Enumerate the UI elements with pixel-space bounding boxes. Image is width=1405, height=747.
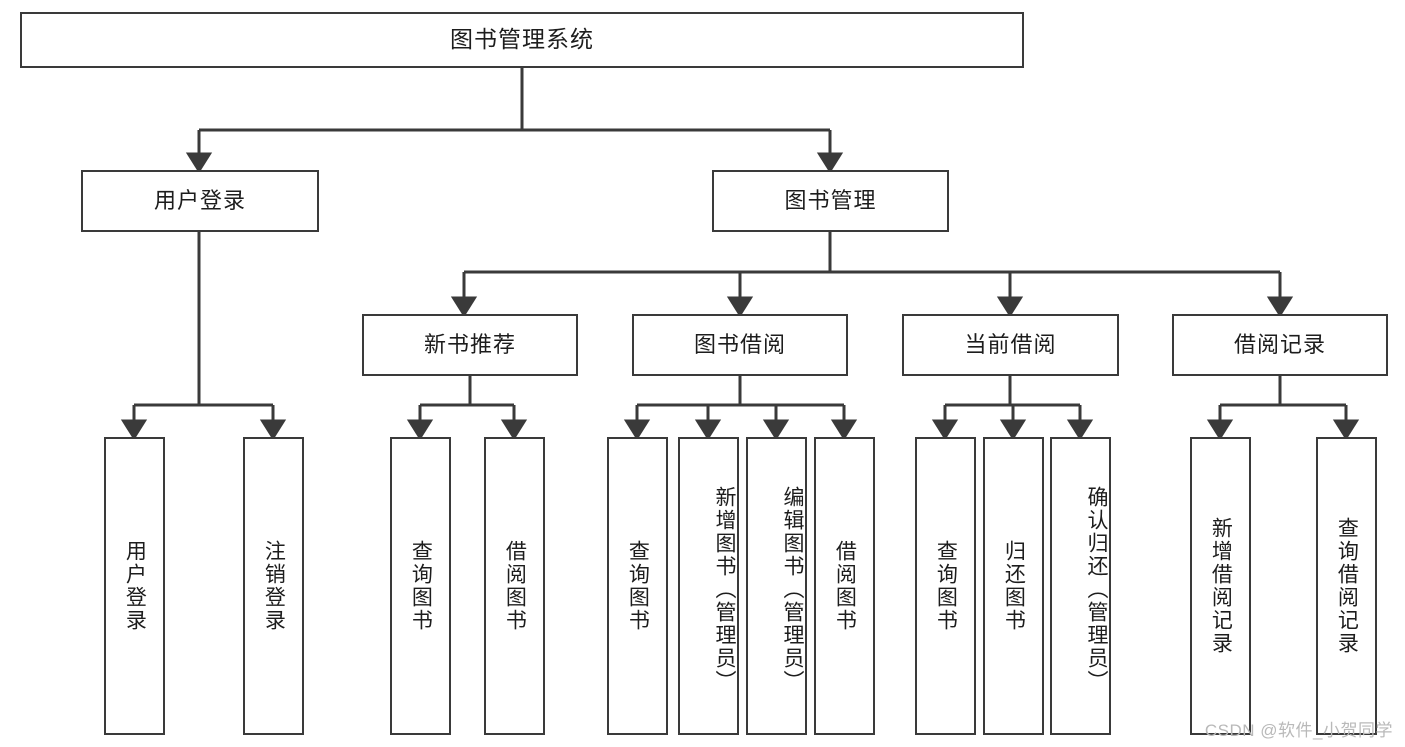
- node-leaf-borrow-book[interactable]: 借阅图书: [814, 437, 875, 735]
- node-leaf-logout[interactable]: 注销登录: [243, 437, 304, 735]
- node-leaf-query-book-borrow[interactable]: 查询图书: [607, 437, 668, 735]
- node-level2-book-management[interactable]: 图书管理: [712, 170, 949, 232]
- node-leaf-return-book[interactable]: 归还图书: [983, 437, 1044, 735]
- node-level3-new-book-recommend[interactable]: 新书推荐: [362, 314, 578, 376]
- node-leaf-query-book-recommend[interactable]: 查询图书: [390, 437, 451, 735]
- node-label: 用户登录: [153, 187, 246, 213]
- node-label: 借阅记录: [1233, 331, 1326, 357]
- node-leaf-query-book-current[interactable]: 查询图书: [915, 437, 976, 735]
- node-label: 编辑图书（管理员）: [781, 485, 804, 693]
- node-label: 借阅图书: [833, 540, 857, 632]
- node-leaf-add-borrow-record[interactable]: 新增借阅记录: [1190, 437, 1251, 735]
- node-root[interactable]: 图书管理系统: [20, 12, 1024, 68]
- node-level2-user-login[interactable]: 用户登录: [81, 170, 319, 232]
- node-leaf-add-book-admin[interactable]: 新增图书（管理员）: [678, 437, 739, 735]
- node-label: 查询图书: [626, 540, 650, 632]
- node-level3-current-borrow[interactable]: 当前借阅: [902, 314, 1119, 376]
- node-level3-borrow-record[interactable]: 借阅记录: [1172, 314, 1388, 376]
- node-leaf-edit-book-admin[interactable]: 编辑图书（管理员）: [746, 437, 807, 735]
- node-leaf-borrow-book-recommend[interactable]: 借阅图书: [484, 437, 545, 735]
- node-leaf-query-borrow-record[interactable]: 查询借阅记录: [1316, 437, 1377, 735]
- node-label: 确认归还（管理员）: [1085, 485, 1108, 693]
- node-root-label: 图书管理系统: [450, 26, 594, 53]
- node-label: 图书借阅: [693, 331, 786, 357]
- node-label: 新增借阅记录: [1209, 517, 1233, 655]
- node-label: 借阅图书: [503, 540, 527, 632]
- node-label: 注销登录: [262, 540, 286, 632]
- node-label: 归还图书: [1002, 540, 1026, 632]
- node-label: 新增图书（管理员）: [713, 485, 736, 693]
- node-leaf-confirm-return-admin[interactable]: 确认归还（管理员）: [1050, 437, 1111, 735]
- node-label: 当前借阅: [964, 331, 1057, 357]
- node-label: 图书管理: [784, 187, 877, 213]
- node-label: 查询借阅记录: [1335, 517, 1359, 655]
- node-leaf-user-login[interactable]: 用户登录: [104, 437, 165, 735]
- node-label: 查询图书: [934, 540, 958, 632]
- node-label: 用户登录: [123, 540, 147, 632]
- watermark-text: CSDN @软件_小贺同学: [1204, 721, 1393, 740]
- node-label: 查询图书: [409, 540, 433, 632]
- node-label: 新书推荐: [423, 331, 516, 357]
- node-level3-book-borrow[interactable]: 图书借阅: [632, 314, 848, 376]
